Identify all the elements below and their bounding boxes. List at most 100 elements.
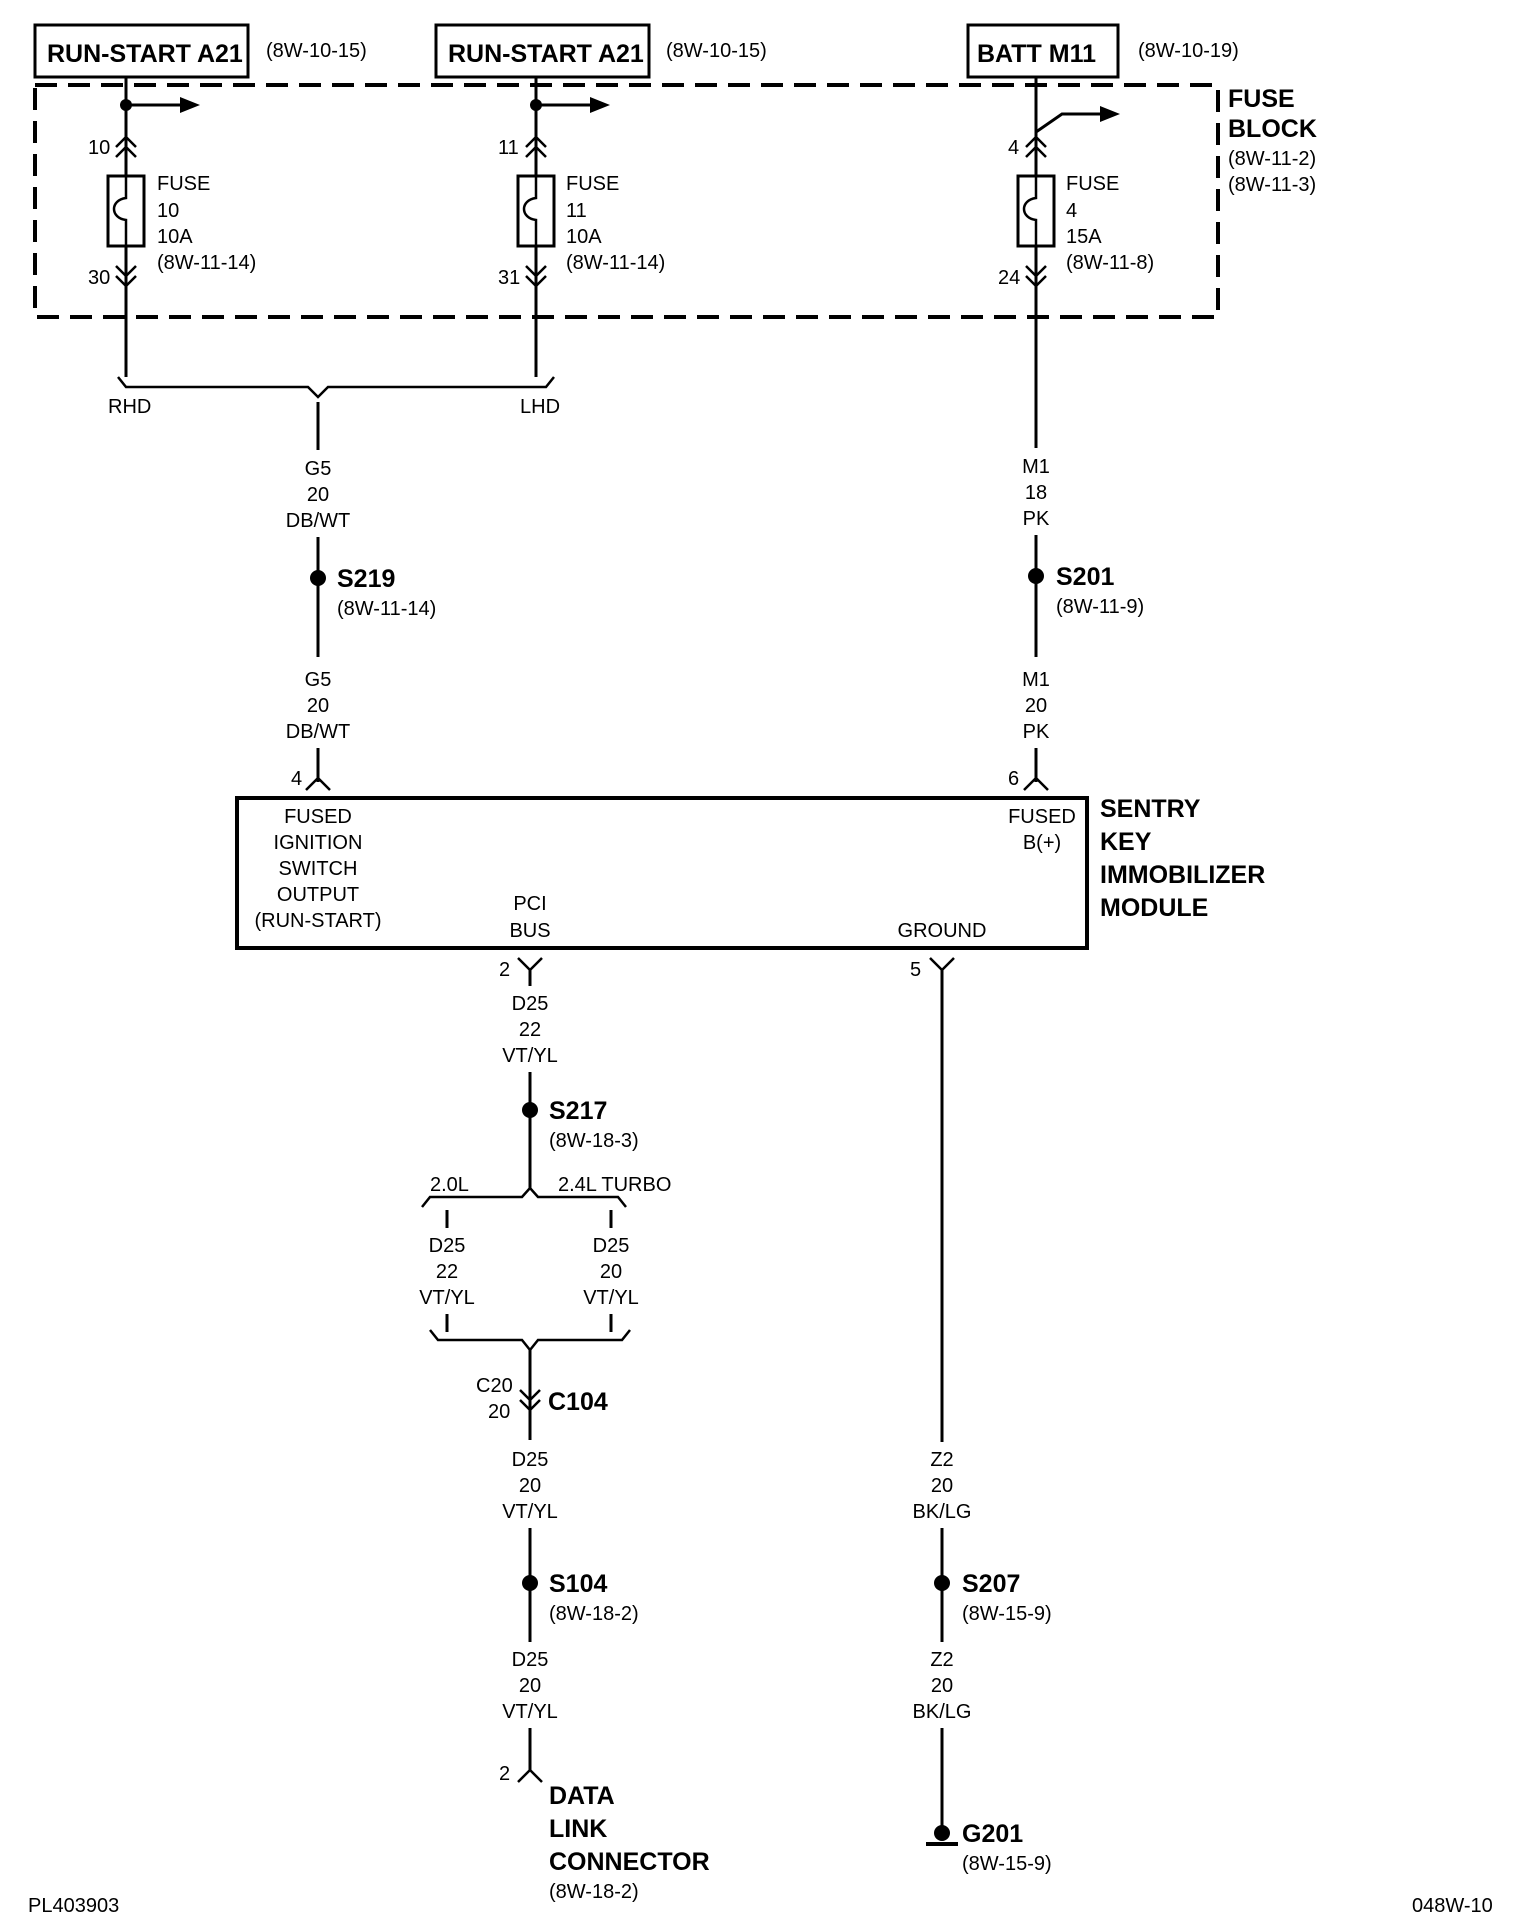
wire-d25-left-circuit: D25 xyxy=(429,1235,466,1257)
wire-m1-lower-color: PK xyxy=(1023,721,1050,743)
splice-s201-name: S201 xyxy=(1056,563,1114,591)
splice-s207-ref: (8W-15-9) xyxy=(962,1603,1052,1625)
fuse-10-rating: 10A xyxy=(157,226,193,248)
fuse-4-number: 4 xyxy=(1066,200,1077,222)
source-left-title: RUN-START A21 xyxy=(47,40,243,68)
option-lhd: LHD xyxy=(520,396,560,418)
module-name-3: IMMOBILIZER xyxy=(1100,861,1265,889)
splice-s219: S219 (8W-11-14) xyxy=(310,565,436,620)
wire-d25-a-gauge: 22 xyxy=(519,1019,541,1041)
splice-s104-ref: (8W-18-2) xyxy=(549,1603,639,1625)
fuse-block-ref-1: (8W-11-2) xyxy=(1228,148,1316,170)
ground-icon xyxy=(934,1825,950,1841)
wire-d25-b-color: VT/YL xyxy=(502,1501,558,1523)
data-link-connector: 2 DATA LINK CONNECTOR (8W-18-2) xyxy=(499,1763,710,1903)
module-pin-ground: 5 xyxy=(910,959,921,981)
fuse-11-number: 11 xyxy=(566,200,587,222)
fuse-4-rating: 15A xyxy=(1066,226,1102,248)
module-pin-ignition: 4 xyxy=(291,768,302,790)
fuse-11-pin-out: 31 xyxy=(498,267,520,289)
module-pci-label-1: PCI xyxy=(513,893,546,915)
source-right-title: BATT M11 xyxy=(977,40,1096,68)
dlc-pin: 2 xyxy=(499,1763,510,1785)
module-ignition-label-3: SWITCH xyxy=(279,858,358,880)
wire-z2-upper-circuit: Z2 xyxy=(930,1449,953,1471)
splice-s207-name: S207 xyxy=(962,1570,1020,1598)
splice-s104-name: S104 xyxy=(549,1570,607,1598)
fuse-10-pin-out: 30 xyxy=(88,267,110,289)
wire-g5-upper-color: DB/WT xyxy=(286,510,350,532)
fuse-11-label: FUSE xyxy=(566,173,619,195)
wire-d25: 2 D25 22 VT/YL xyxy=(499,957,558,1188)
splice-s217-name: S217 xyxy=(549,1097,607,1125)
wire-m1: M1 18 PK M1 20 PK xyxy=(1022,456,1050,791)
wire-d25-c-color: VT/YL xyxy=(502,1701,558,1723)
module-ignition-label-4: OUTPUT xyxy=(277,884,359,906)
wire-g5-upper-circuit: G5 xyxy=(305,458,332,480)
wire-m1-upper-color: PK xyxy=(1023,508,1050,530)
wire-g5-lower-color: DB/WT xyxy=(286,721,350,743)
module-pci-label-2: BUS xyxy=(509,920,550,942)
fuse-4: 4 24 FUSE 4 15A (8W-11-8) xyxy=(998,77,1154,448)
wire-g5-lower-circuit: G5 xyxy=(305,669,332,691)
splice-s104: S104 (8W-18-2) xyxy=(522,1570,639,1625)
source-middle: RUN-START A21 (8W-10-15) xyxy=(434,23,767,79)
source-left-ref: (8W-10-15) xyxy=(266,40,367,62)
wire-d25-left-color: VT/YL xyxy=(419,1287,475,1309)
dlc-ref: (8W-18-2) xyxy=(549,1881,639,1903)
dlc-name-2: LINK xyxy=(549,1815,607,1843)
wire-d25-a-color: VT/YL xyxy=(502,1045,558,1067)
wire-d25-right-circuit: D25 xyxy=(593,1235,630,1257)
splice-s201-ref: (8W-11-9) xyxy=(1056,596,1144,618)
dlc-name-1: DATA xyxy=(549,1782,615,1810)
wire-z2-lower-circuit: Z2 xyxy=(930,1649,953,1671)
module-ground-label: GROUND xyxy=(898,920,987,942)
fuse-10-label: FUSE xyxy=(157,173,210,195)
module-ignition-label-2: IGNITION xyxy=(274,832,363,854)
source-right-ref: (8W-10-19) xyxy=(1138,40,1239,62)
module-name-2: KEY xyxy=(1100,828,1152,856)
splice-s207: S207 (8W-15-9) xyxy=(934,1570,1052,1625)
source-middle-title: RUN-START A21 xyxy=(448,40,644,68)
ground-g201-name: G201 xyxy=(962,1820,1023,1848)
module-ignition-label-1: FUSED xyxy=(284,806,352,828)
ground-g201: G201 (8W-15-9) xyxy=(926,1820,1052,1875)
fuse-block-outline xyxy=(33,83,1220,319)
wire-m1-upper-circuit: M1 xyxy=(1022,456,1050,478)
wire-d25-right-gauge: 20 xyxy=(600,1261,622,1283)
wire-z2-upper-gauge: 20 xyxy=(931,1475,953,1497)
wire-d25-left-gauge: 22 xyxy=(436,1261,458,1283)
module-ignition-label-5: (RUN-START) xyxy=(254,910,381,932)
fuse-block-ref-2: (8W-11-3) xyxy=(1228,174,1316,196)
wire-z2: 5 Z2 20 BK/LG Z2 20 BK/LG xyxy=(910,957,971,1832)
wire-d25-c-gauge: 20 xyxy=(519,1675,541,1697)
wire-d25-a-circuit: D25 xyxy=(512,993,549,1015)
option-engine-a: 2.0L xyxy=(430,1174,469,1196)
source-right: BATT M11 (8W-10-19) xyxy=(966,23,1239,79)
fuse-11-rating: 10A xyxy=(566,226,602,248)
wire-m1-lower-circuit: M1 xyxy=(1022,669,1050,691)
wire-d25-right-color: VT/YL xyxy=(583,1287,639,1309)
engine-option-brace: 2.0L 2.4L TURBO D25 22 VT/YL D25 20 VT/Y… xyxy=(419,1174,671,1353)
fuse-4-pin-in: 4 xyxy=(1008,137,1019,159)
footer-right: 048W-10 xyxy=(1412,1895,1493,1917)
fuse-4-ref: (8W-11-8) xyxy=(1066,252,1154,274)
splice-s217-ref: (8W-18-3) xyxy=(549,1130,639,1152)
wire-z2-lower-gauge: 20 xyxy=(931,1675,953,1697)
fuse-block-title-1: FUSE xyxy=(1228,85,1295,113)
wire-d25-b-gauge: 20 xyxy=(519,1475,541,1497)
fuse-4-pin-out: 24 xyxy=(998,267,1020,289)
wire-d25-b-circuit: D25 xyxy=(512,1449,549,1471)
fuse-11: 11 31 FUSE 11 10A (8W-11-14) xyxy=(498,77,665,377)
module-pin-pci: 2 xyxy=(499,959,510,981)
source-left: RUN-START A21 (8W-10-15) xyxy=(33,23,367,79)
wire-g5-lower-gauge: 20 xyxy=(307,695,329,717)
fuse-11-ref: (8W-11-14) xyxy=(566,252,665,274)
connector-c104: C20 20 C104 xyxy=(476,1350,608,1440)
fuse-block-title-2: BLOCK xyxy=(1228,115,1317,143)
ground-g201-ref: (8W-15-9) xyxy=(962,1853,1052,1875)
fuse-10-pin-in: 10 xyxy=(88,137,110,159)
fuse-11-pin-in: 11 xyxy=(498,137,519,159)
module-batt-label-1: FUSED xyxy=(1008,806,1076,828)
